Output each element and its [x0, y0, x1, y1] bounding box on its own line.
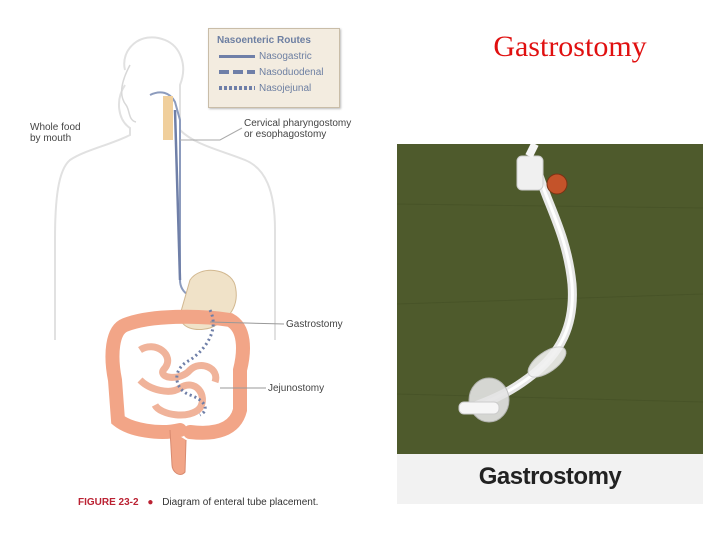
- legend-row-nasoduodenal: Nasoduodenal: [219, 67, 324, 78]
- figure-caption: FIGURE 23-2 ● Diagram of enteral tube pl…: [78, 497, 318, 508]
- label-whole-food: Whole food by mouth: [30, 122, 81, 144]
- slide-title: Gastrostomy: [440, 30, 700, 64]
- legend-label: Nasoduodenal: [259, 67, 324, 78]
- gastrostomy-tube-photo: [397, 144, 703, 454]
- legend-row-nasojejunal: Nasojejunal: [219, 83, 311, 94]
- legend-row-nasogastric: Nasogastric: [219, 51, 312, 62]
- dotted-line-swatch: [219, 86, 255, 90]
- legend-title: Nasoenteric Routes: [217, 35, 311, 46]
- label-jejunostomy: Jejunostomy: [268, 383, 324, 394]
- caption-bullet: ●: [147, 497, 153, 508]
- label-gastrostomy: Gastrostomy: [286, 319, 343, 330]
- solid-line-swatch: [219, 55, 255, 58]
- gastrostomy-tube-image: [397, 144, 703, 454]
- legend-box: Nasoenteric Routes Nasogastric Nasoduode…: [208, 28, 340, 108]
- figure-number: FIGURE 23-2: [78, 497, 139, 508]
- label-cervical: Cervical pharyngostomy or esophagostomy: [244, 118, 351, 140]
- caption-text: Diagram of enteral tube placement.: [162, 497, 318, 508]
- enteral-tube-diagram: Nasoenteric Routes Nasogastric Nasoduode…: [30, 10, 380, 530]
- dashed-line-swatch: [219, 70, 255, 74]
- legend-label: Nasojejunal: [259, 83, 311, 94]
- photo-caption: Gastrostomy: [397, 454, 703, 504]
- legend-label: Nasogastric: [259, 51, 312, 62]
